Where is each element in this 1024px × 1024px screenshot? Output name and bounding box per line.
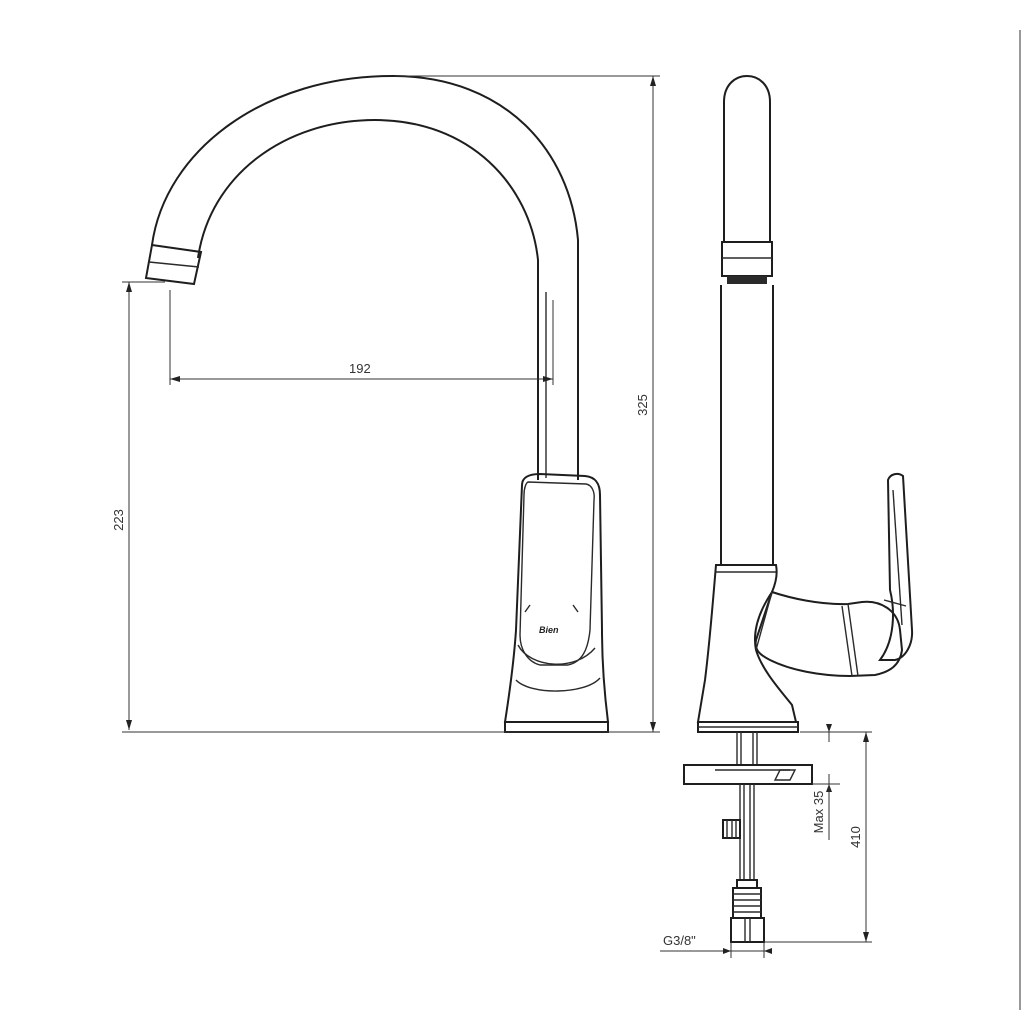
handle-lever bbox=[519, 481, 595, 666]
side-cartridge bbox=[754, 590, 904, 678]
spout-height-label: 223 bbox=[111, 509, 126, 531]
front-view: Bien bbox=[144, 74, 610, 733]
connection-thread-label: G3/8" bbox=[663, 933, 696, 948]
dimension-max-deck-thickness: Max 35 bbox=[800, 724, 872, 840]
spout-outer-contour bbox=[151, 74, 579, 480]
side-lever bbox=[878, 472, 914, 661]
dimension-total-height: 325 bbox=[395, 75, 660, 732]
spout-reach-label: 192 bbox=[349, 361, 371, 376]
hose-length-label: 410 bbox=[848, 826, 863, 848]
brand-logo: Bien bbox=[539, 625, 559, 635]
side-spout-tube bbox=[723, 74, 771, 242]
side-view bbox=[683, 74, 914, 943]
base-plate bbox=[504, 721, 609, 733]
hose-connector bbox=[736, 879, 758, 889]
dimension-connection-thread: G3/8" bbox=[660, 933, 772, 958]
dimension-spout-height: 223 bbox=[111, 281, 165, 730]
aerator-outline bbox=[144, 243, 203, 286]
total-height-label: 325 bbox=[635, 394, 650, 416]
spout-inner-contour bbox=[197, 118, 539, 480]
dimension-hose-length: 410 bbox=[764, 732, 872, 943]
dimension-spout-reach: 192 bbox=[169, 290, 554, 385]
mixer-body bbox=[503, 472, 610, 723]
max-deck-thickness-label: Max 35 bbox=[811, 791, 826, 834]
side-mixer-body bbox=[696, 564, 798, 723]
